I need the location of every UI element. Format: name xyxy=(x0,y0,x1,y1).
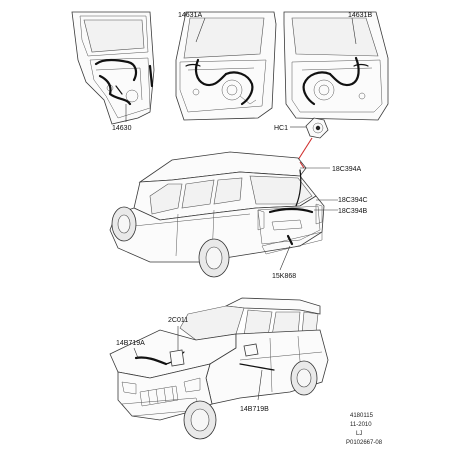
callout-18c394c: 18C394C xyxy=(338,197,368,204)
callout-14b719a: 14B719A xyxy=(116,340,145,347)
callout-18c394a: 18C394A xyxy=(332,166,362,173)
callout-14b719b: 14B719B xyxy=(240,406,269,413)
highlight-line-roof xyxy=(299,161,305,169)
rear-door-illustration xyxy=(71,11,155,125)
callout-14630: 14630 xyxy=(112,125,132,132)
leader-line-14b719a xyxy=(133,347,139,359)
highlight-line-hc1 xyxy=(297,137,313,161)
stamp-date: 11-2010 xyxy=(350,422,372,428)
front-door-a-illustration xyxy=(175,11,277,121)
stamp-part-number: 4180115 xyxy=(350,413,374,419)
leader-line-14631a xyxy=(195,17,206,43)
vehicle-front-view-illustration xyxy=(109,297,329,440)
leader-line-15k868 xyxy=(279,245,291,271)
vehicle-rear-view-illustration xyxy=(109,151,325,278)
stamp-code: LJ xyxy=(356,431,362,437)
leader-line-14631b xyxy=(351,17,357,45)
callout-15k868: 15K868 xyxy=(272,273,296,280)
callout-2c011: 2C011 xyxy=(168,317,188,324)
callout-hc1: HC1 xyxy=(274,125,288,132)
callout-14631b: 14631B xyxy=(348,12,372,19)
drawing-reference-stamp: 4180115 11-2010 LJ P0102667-08 xyxy=(346,413,383,446)
callout-14631a: 14631A xyxy=(178,12,202,19)
callout-18c394b: 18C394B xyxy=(338,208,368,215)
front-door-b-illustration xyxy=(283,11,389,121)
hc1-connector-illustration xyxy=(305,117,329,139)
leader-line-14b719b xyxy=(257,369,263,401)
stamp-drawing-number: P0102667-08 xyxy=(346,440,383,446)
